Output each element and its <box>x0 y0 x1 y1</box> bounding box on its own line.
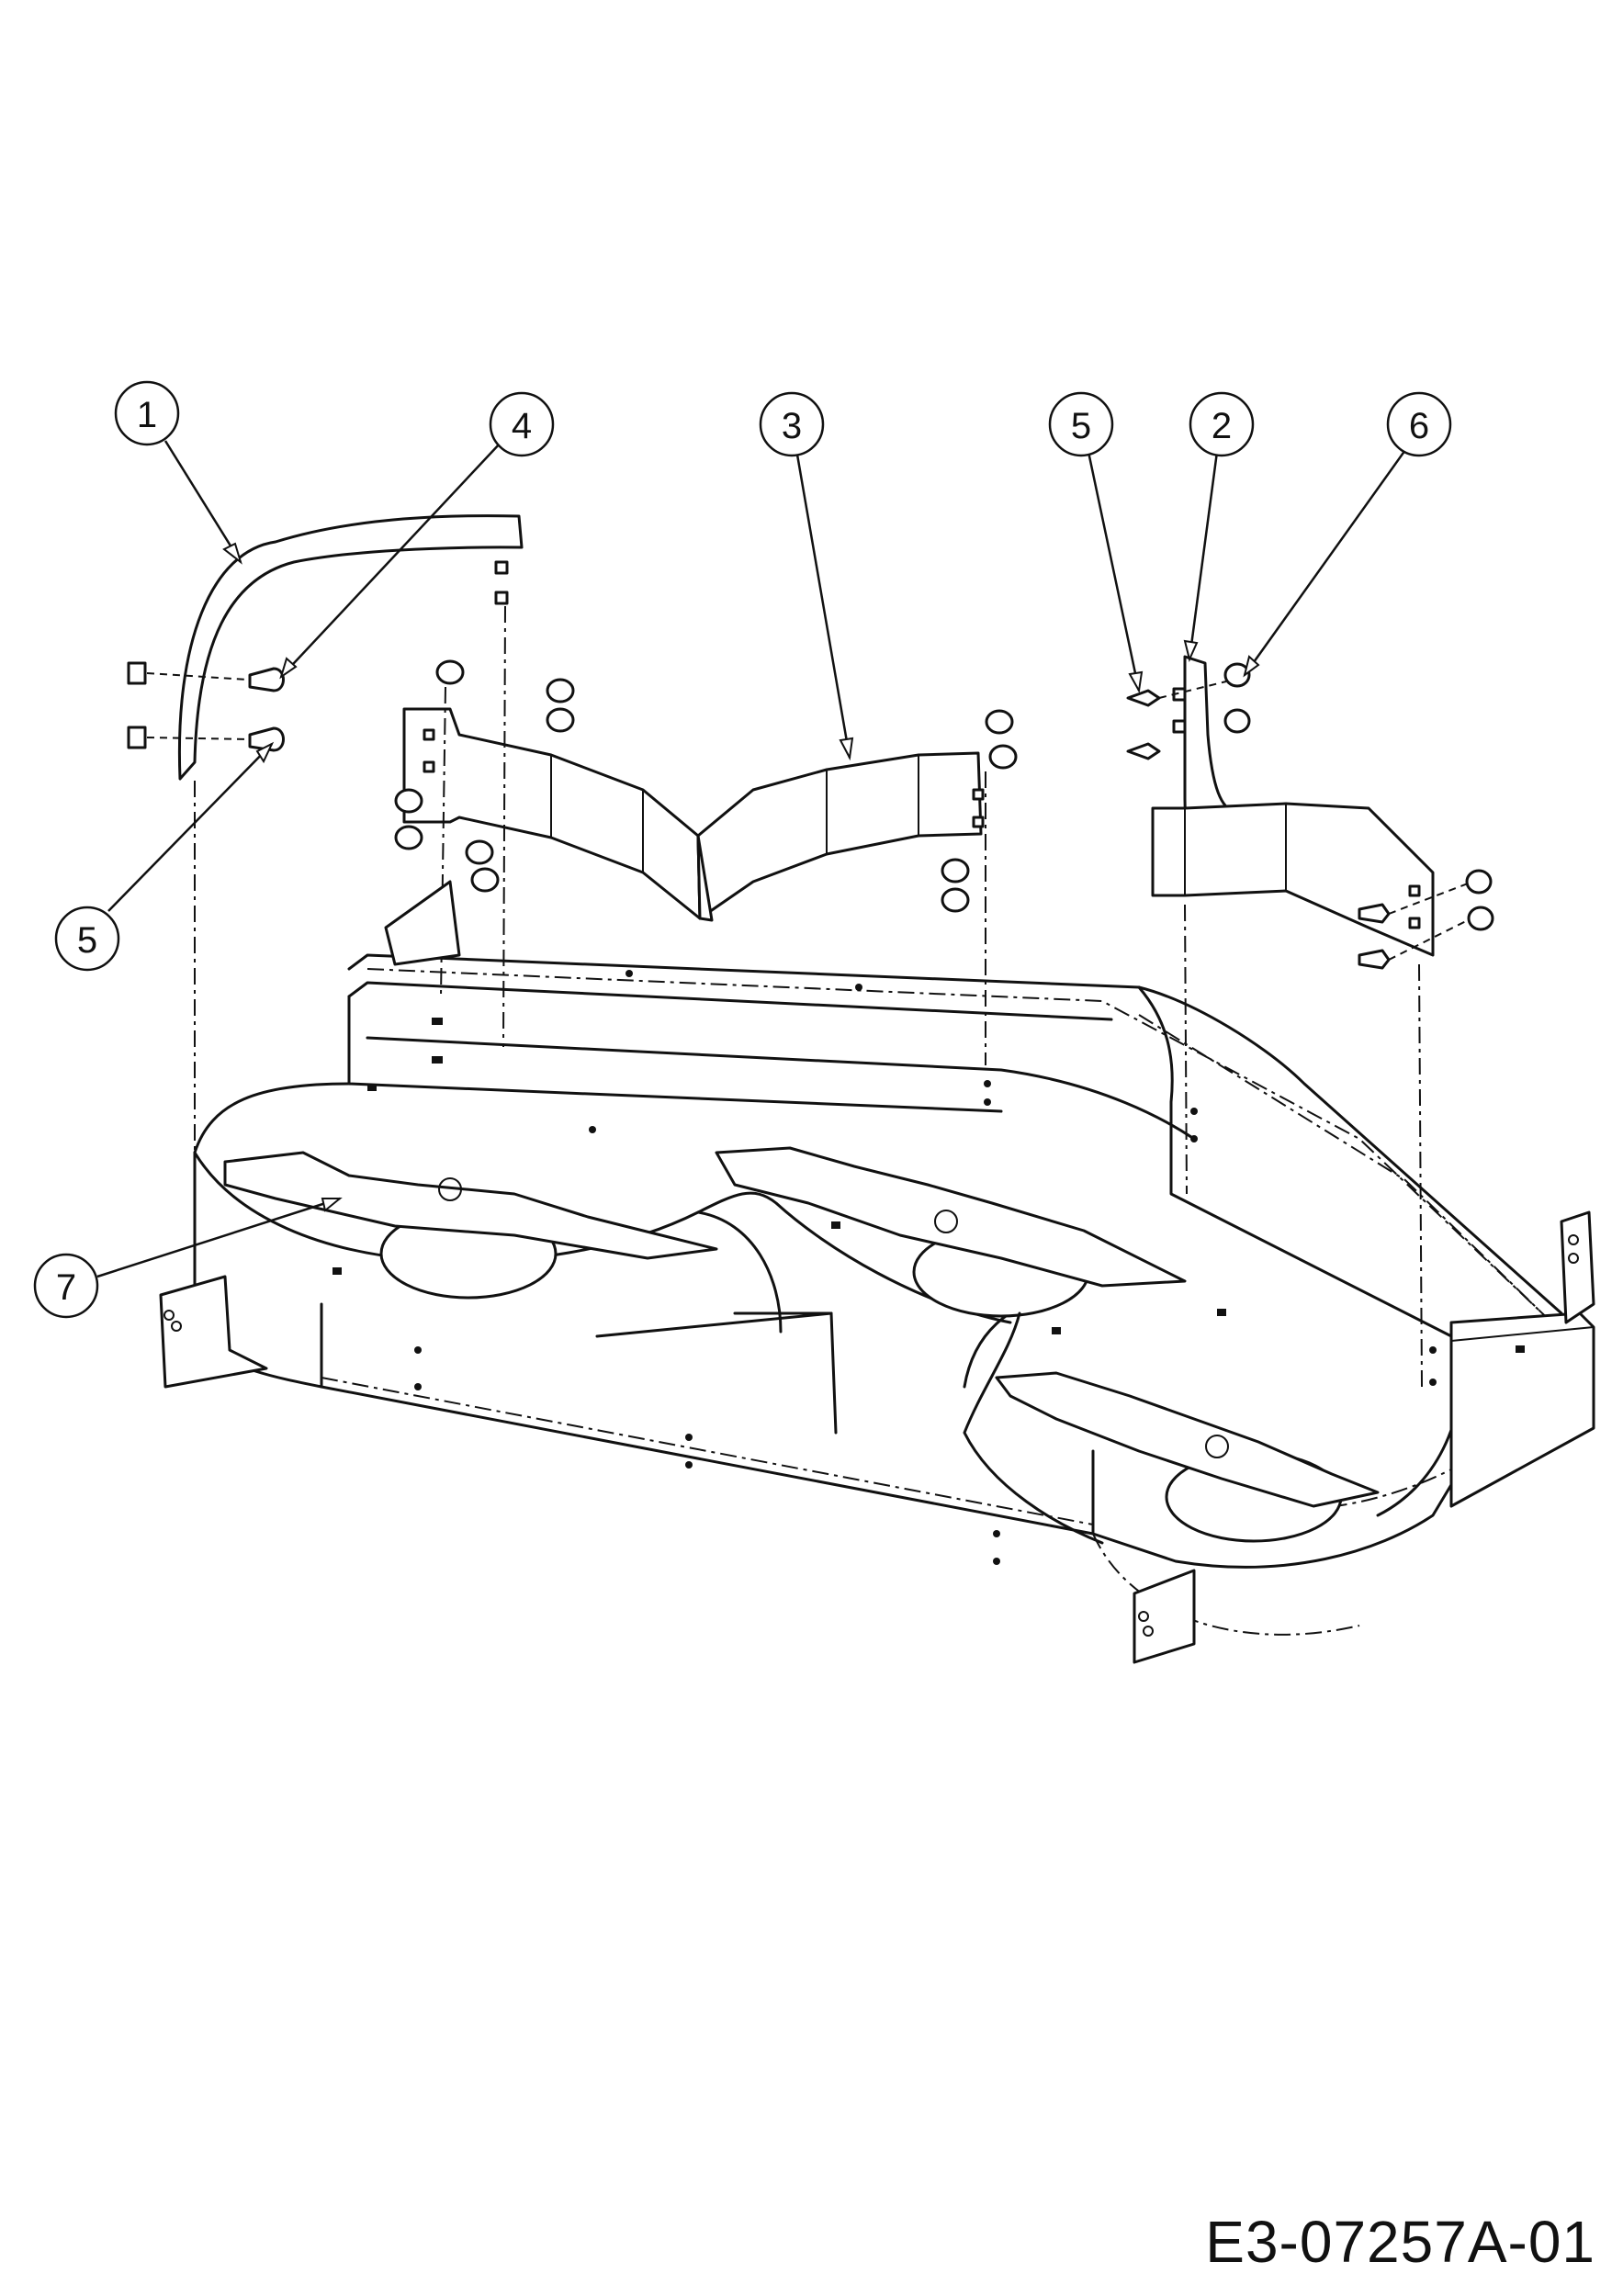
part-1-left-baffle <box>177 514 524 781</box>
callout-4: 4 <box>279 391 555 680</box>
callout-1-label: 1 <box>137 395 157 435</box>
callout-3-label: 3 <box>782 406 802 446</box>
callout-6: 6 <box>1243 391 1452 678</box>
hardware-fasteners <box>127 659 1494 970</box>
drawing-id-label: E3-07257A-01 <box>1205 2209 1595 2275</box>
part-2-right-bracket <box>1151 655 1435 957</box>
mower-deck-housing <box>159 880 1595 1664</box>
callout-3: 3 <box>759 391 854 761</box>
callout-4-label: 4 <box>512 406 532 446</box>
callout-2-label: 2 <box>1212 406 1232 446</box>
callout-7-label: 7 <box>56 1267 76 1308</box>
callout-5b-label: 5 <box>77 920 97 961</box>
callout-5a-label: 5 <box>1071 406 1091 446</box>
callout-5a: 5 <box>1048 391 1144 694</box>
callout-1: 1 <box>114 380 242 565</box>
callout-2: 2 <box>1183 391 1255 663</box>
part-3-center-baffle <box>402 707 985 922</box>
callout-6-label: 6 <box>1409 406 1429 446</box>
callout-5b: 5 <box>54 741 275 972</box>
callout-7: 7 <box>33 1197 343 1319</box>
